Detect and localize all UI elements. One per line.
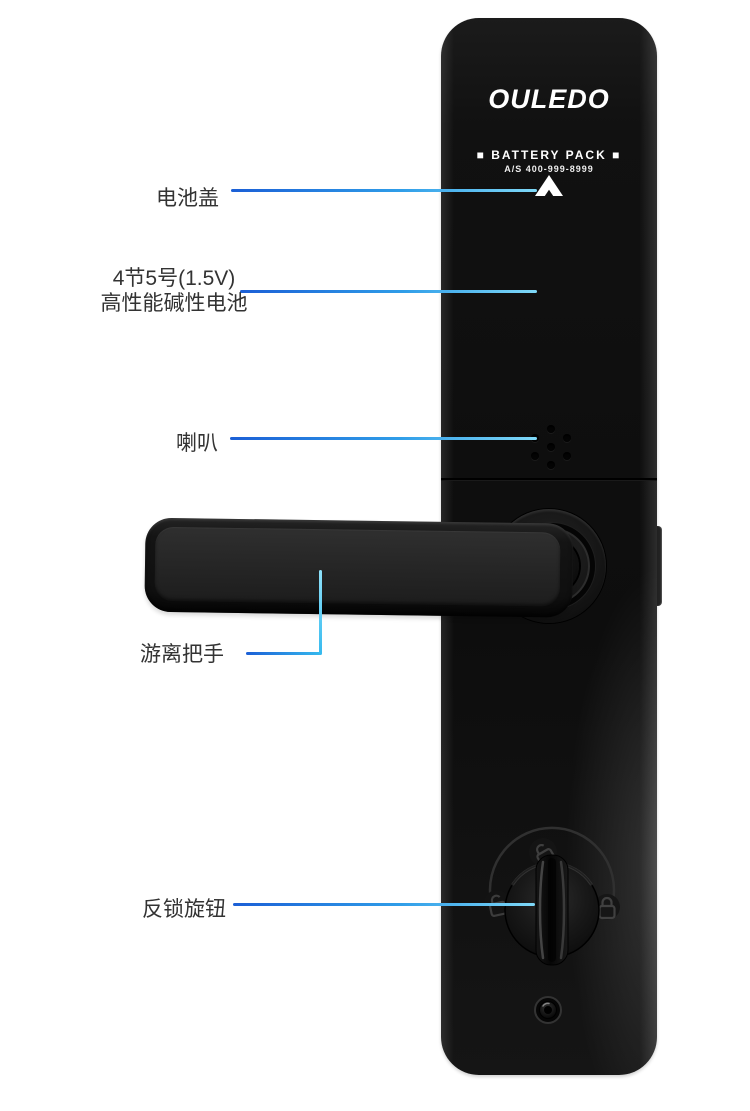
callout-line-knob <box>233 903 535 906</box>
callout-line-battery-cover <box>231 189 537 192</box>
battery-pack-text: ■ BATTERY PACK ■ <box>476 148 622 162</box>
label-free-handle: 游离把手 <box>140 643 224 666</box>
door-handle <box>144 517 574 618</box>
label-battery-cover: 电池盖 <box>156 187 219 210</box>
brand-logo: OULEDO <box>488 84 610 114</box>
handle-spindle-side-notch <box>652 526 662 606</box>
label-batteries-line2: 高性能碱性电池 <box>100 292 248 315</box>
screw-glint <box>542 1002 550 1007</box>
label-anti-lock-knob: 反锁旋钮 <box>142 898 226 921</box>
speaker-hole <box>563 452 571 460</box>
label-batteries-line1: 4节5号(1.5V) <box>112 267 236 290</box>
speaker-hole <box>547 461 555 469</box>
callout-line-speaker <box>230 437 537 440</box>
speaker-hole <box>547 425 555 433</box>
label-batteries: 4节5号(1.5V) 高性能碱性电池 <box>86 266 262 316</box>
door-handle-face <box>154 526 561 607</box>
knob-dial-arc <box>488 826 616 903</box>
knob-grip-highlight <box>538 860 545 960</box>
screw-center <box>544 1006 552 1014</box>
speaker-hole <box>531 452 539 460</box>
knob-grip-groove <box>548 858 556 962</box>
battery-cover-seam <box>441 478 657 481</box>
eject-arrow-icon <box>535 175 563 196</box>
service-phone-text: A/S 400-999-8999 <box>504 164 594 174</box>
callout-line-batteries <box>240 290 537 293</box>
callout-line-handle-horizontal <box>246 652 321 655</box>
speaker-hole <box>563 434 571 442</box>
callout-line-handle-vertical <box>319 570 322 655</box>
anti-lock-knob-assembly <box>484 826 620 1024</box>
knob-grip-highlight <box>559 860 566 960</box>
speaker-hole <box>547 443 555 451</box>
label-speaker: 喇叭 <box>176 432 218 455</box>
